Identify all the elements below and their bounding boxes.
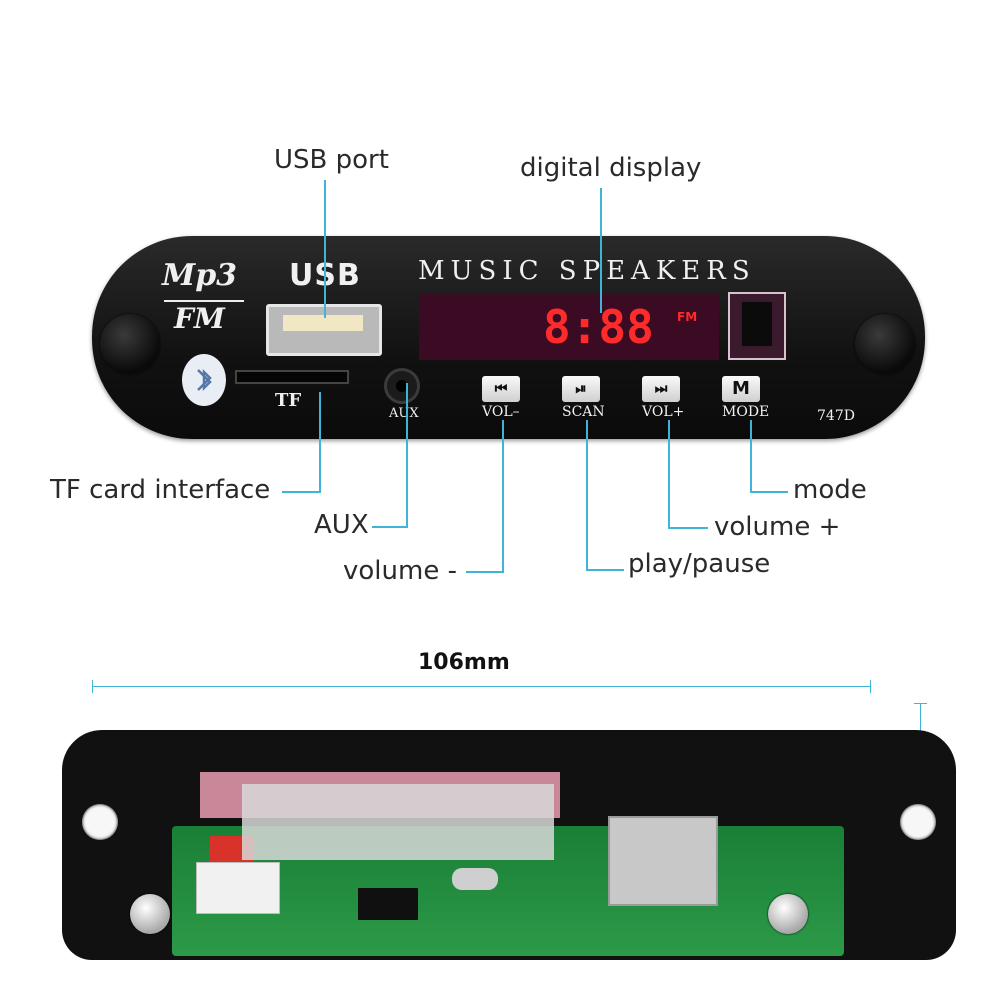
mode-leader-v <box>750 420 752 492</box>
right-screw <box>768 894 808 934</box>
display-pins <box>242 784 554 860</box>
usb-jack-back <box>608 816 718 906</box>
usb-port-label: USB port <box>274 145 389 175</box>
aux-leader-h <box>372 526 408 528</box>
width-dimension-line <box>92 686 871 687</box>
back-view-frame <box>62 730 956 960</box>
right-mount-hole <box>900 804 936 840</box>
tf-card-leader-h <box>282 491 321 493</box>
volume-plus-label: volume + <box>714 512 841 542</box>
width-dimension-tick-right <box>870 680 871 693</box>
vol-plus-caption: VOL+ <box>642 404 685 420</box>
digital-display-leader <box>600 188 602 313</box>
logo-divider <box>164 300 244 302</box>
aux-leader-v <box>406 383 408 527</box>
display-digits: 8:88 <box>543 300 654 354</box>
tf-label: TF <box>275 390 302 411</box>
ir-receiver-window <box>728 292 786 360</box>
aux-jack[interactable] <box>384 368 420 404</box>
tf-card-label: TF card interface <box>50 475 271 505</box>
mode-button[interactable]: M <box>722 376 760 402</box>
display-band: FM <box>677 310 698 324</box>
play-pause-leader-h <box>586 569 624 571</box>
aux-jack-hole <box>396 380 408 392</box>
scan-caption: SCAN <box>562 404 605 420</box>
mode-label: mode <box>793 475 867 505</box>
scan-button[interactable]: ⏯ <box>562 376 600 402</box>
vol-plus-button[interactable]: ⏭ <box>642 376 680 402</box>
digital-display-label: digital display <box>520 153 702 183</box>
vol-minus-leader-h <box>466 571 504 573</box>
vol-minus-leader-v <box>502 420 504 572</box>
usb-port-leader <box>324 180 326 318</box>
left-mount-knob <box>100 314 160 374</box>
aux-label: AUX <box>389 406 419 421</box>
usb-port-tongue <box>283 315 363 331</box>
aux-callout-label: AUX <box>314 510 369 540</box>
bluetooth-icon <box>182 354 226 406</box>
vol-minus-button[interactable]: ⏮ <box>482 376 520 402</box>
volume-minus-label: volume - <box>343 556 457 586</box>
mp3-logo: Mp3 <box>162 258 238 293</box>
model-number: 747D <box>817 408 855 424</box>
height-dimension-tick-top <box>914 703 927 704</box>
width-dimension-label: 106mm <box>418 650 510 675</box>
tf-card-leader-v <box>319 392 321 492</box>
vol-plus-leader-v <box>668 420 670 528</box>
play-pause-label: play/pause <box>628 549 771 579</box>
crystal <box>452 868 498 890</box>
digital-display: 8:88 FM <box>419 294 719 360</box>
width-dimension-tick-left <box>92 680 93 693</box>
ic-chip <box>358 888 418 920</box>
brand-text: MUSIC SPEAKERS <box>418 256 756 286</box>
front-panel: Mp3 FM USB TF AUX MUSIC SPEAKERS 8:88 FM… <box>92 236 925 439</box>
left-screw <box>130 894 170 934</box>
left-mount-hole <box>82 804 118 840</box>
fm-logo: FM <box>174 302 225 335</box>
mode-caption: MODE <box>722 404 770 420</box>
tf-card-slot[interactable] <box>235 370 349 384</box>
speaker-connector <box>196 862 280 914</box>
right-mount-knob <box>855 314 915 374</box>
ir-receiver <box>742 302 772 346</box>
vol-minus-caption: VOL– <box>482 404 520 420</box>
mode-leader-h <box>750 491 788 493</box>
vol-plus-leader-h <box>668 527 708 529</box>
play-pause-leader-v <box>586 420 588 570</box>
